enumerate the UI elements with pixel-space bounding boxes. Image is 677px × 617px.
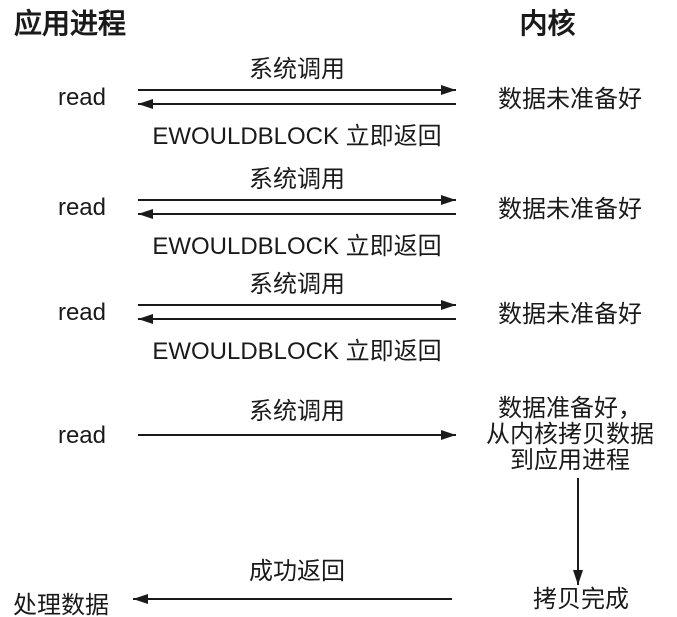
syscall-arrow-right bbox=[138, 304, 456, 306]
kernel-data-ready-line1: 数据准备好， bbox=[498, 395, 642, 422]
ewouldblock-label: EWOULDBLOCK 立即返回 bbox=[152, 233, 442, 260]
read-label: read bbox=[57, 194, 107, 221]
return-arrow-left bbox=[138, 103, 456, 105]
header-kernel: 内核 bbox=[519, 8, 576, 39]
process-data-label: 处理数据 bbox=[13, 592, 109, 617]
kernel-data-ready-line3: 到应用进程 bbox=[510, 447, 630, 474]
read-label: read bbox=[57, 422, 107, 449]
syscall-arrow-right bbox=[138, 89, 456, 91]
kernel-state-label: 数据未准备好 bbox=[498, 301, 642, 328]
kernel-data-ready-line2: 从内核拷贝数据 bbox=[486, 421, 654, 448]
syscall-label: 系统调用 bbox=[249, 56, 345, 83]
copy-arrow-down bbox=[577, 478, 579, 585]
return-arrow-left bbox=[138, 213, 456, 215]
syscall-label: 系统调用 bbox=[249, 271, 345, 298]
syscall-arrow-right bbox=[138, 434, 456, 436]
kernel-data-ready-label: 数据准备好， 从内核拷贝数据 到应用进程 bbox=[465, 396, 675, 474]
kernel-state-label: 数据未准备好 bbox=[498, 86, 642, 113]
polling-round-2: 系统调用 read EWOULDBLOCK 立即返回 数据未准备好 bbox=[0, 166, 677, 266]
ewouldblock-label: EWOULDBLOCK 立即返回 bbox=[152, 338, 442, 365]
ewouldblock-label: EWOULDBLOCK 立即返回 bbox=[152, 123, 442, 150]
polling-round-3: 系统调用 read EWOULDBLOCK 立即返回 数据未准备好 bbox=[0, 271, 677, 371]
header-application-process: 应用进程 bbox=[14, 8, 127, 39]
syscall-arrow-right bbox=[138, 199, 456, 201]
success-return-label: 成功返回 bbox=[249, 558, 345, 585]
kernel-state-label: 数据未准备好 bbox=[498, 196, 642, 223]
read-label: read bbox=[57, 84, 107, 111]
read-label: read bbox=[57, 299, 107, 326]
syscall-label: 系统调用 bbox=[249, 166, 345, 193]
success-arrow-left bbox=[133, 598, 452, 600]
return-arrow-left bbox=[138, 318, 456, 320]
final-read-call: 系统调用 read 数据准备好， 从内核拷贝数据 到应用进程 bbox=[0, 396, 677, 488]
copy-done-label: 拷贝完成 bbox=[533, 586, 629, 613]
polling-round-1: 系统调用 read EWOULDBLOCK 立即返回 数据未准备好 bbox=[0, 56, 677, 156]
syscall-label: 系统调用 bbox=[249, 398, 345, 425]
